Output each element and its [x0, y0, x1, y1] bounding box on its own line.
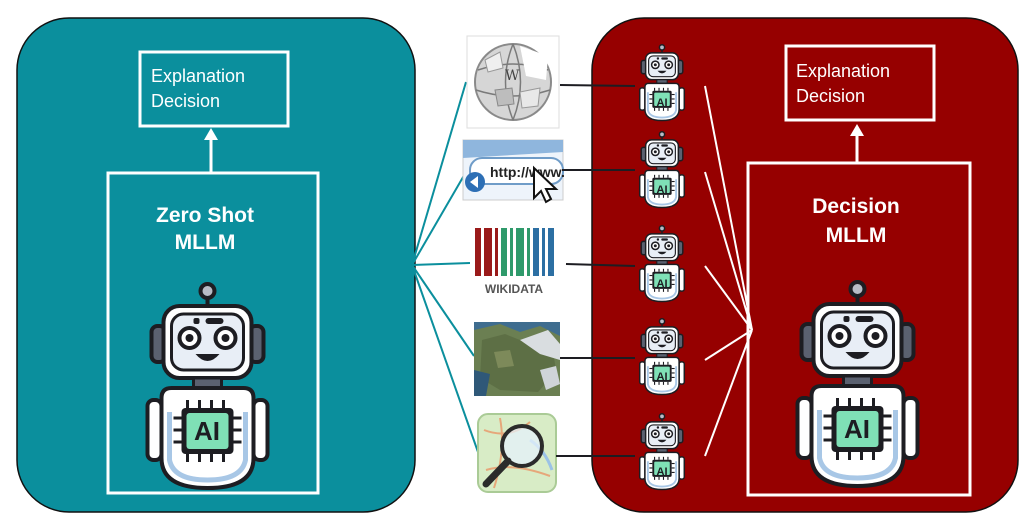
zero-shot-robot-icon: AI — [148, 284, 268, 488]
agent-robot-1-icon: AI — [638, 44, 686, 122]
wikipedia-globe-icon: W — [466, 35, 560, 129]
agent-robot-4-icon: AI — [638, 318, 686, 396]
zero-shot-title-line1: Zero Shot — [156, 204, 254, 227]
agent-4-chip-label: AI — [657, 371, 668, 383]
map-magnifier-icon — [477, 413, 557, 493]
decision-robot-icon: AI — [798, 282, 918, 486]
right-output-explanation: Explanation — [796, 61, 890, 81]
agent-robot-3-icon: AI — [638, 225, 686, 303]
left-output-arrowhead — [204, 128, 218, 140]
decision-model-box — [746, 161, 972, 497]
agent-convergence-lines — [704, 85, 753, 457]
decision-title-line1: Decision — [812, 195, 900, 218]
agent-3-chip-label: AI — [657, 278, 668, 290]
right-output-arrowhead — [850, 124, 864, 136]
decision-title-line2: MLLM — [826, 224, 887, 247]
right-output-decision: Decision — [796, 86, 865, 106]
zero-shot-title-line2: MLLM — [175, 231, 236, 254]
zero-shot-robot-chip-label: AI — [194, 416, 220, 446]
source-fan-lines — [411, 81, 479, 453]
web-url-text: http://www. — [490, 164, 565, 180]
left-output-decision: Decision — [151, 91, 220, 111]
left-output-explanation: Explanation — [151, 66, 245, 86]
agent-robot-2-icon: AI — [638, 131, 686, 209]
agent-robot-5-icon: AI — [638, 413, 686, 491]
left-output-box — [138, 50, 290, 128]
satellite-image-icon — [474, 322, 560, 396]
source-agent-connectors — [556, 84, 636, 457]
right-output-box — [784, 44, 936, 122]
agent-2-chip-label: AI — [657, 184, 668, 196]
decision-robot-chip-label: AI — [844, 414, 870, 444]
agent-1-chip-label: AI — [657, 97, 668, 109]
web-url-browser-icon: http://www. — [462, 139, 565, 204]
wikidata-label: WIKIDATA — [485, 282, 544, 296]
wikidata-barcode-icon: WIKIDATA — [470, 224, 558, 298]
agent-5-chip-label: AI — [657, 466, 668, 478]
svg-text:W: W — [505, 68, 520, 84]
zero-shot-model-box — [106, 171, 320, 495]
